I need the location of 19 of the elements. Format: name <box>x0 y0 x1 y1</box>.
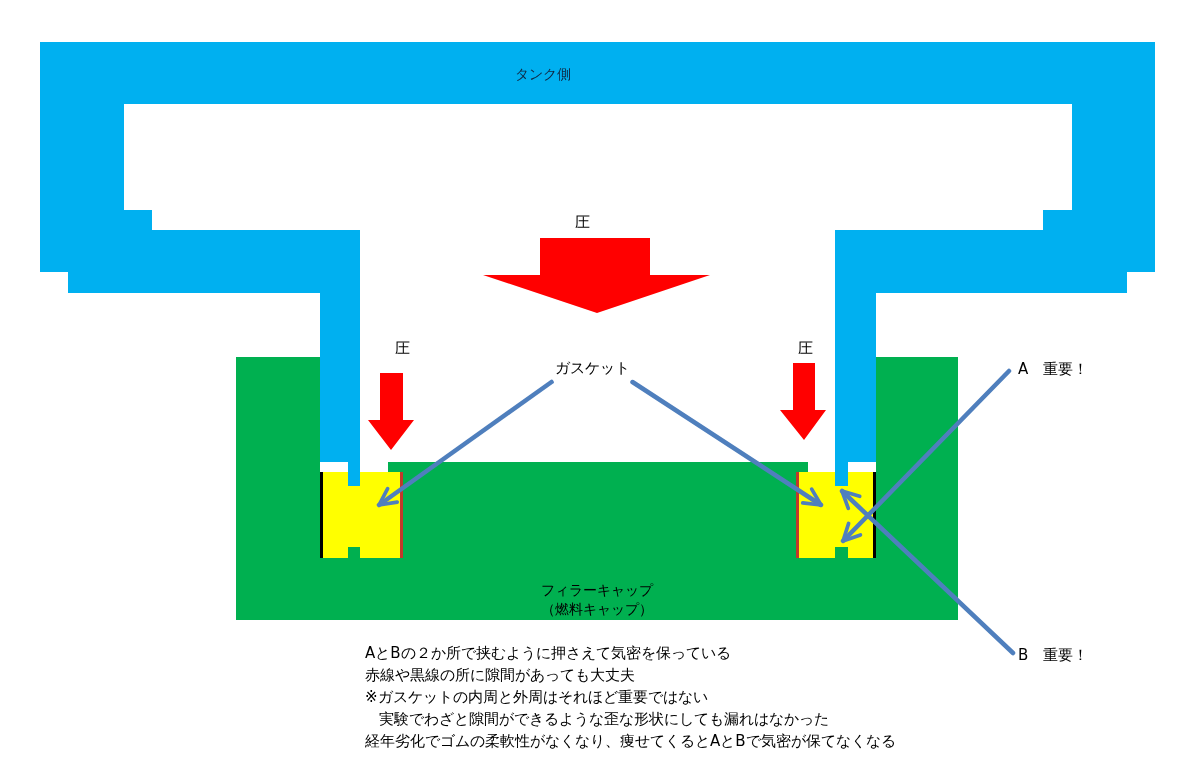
leader-line <box>840 368 1012 544</box>
note-text: AとBの２か所で挟むように押さえて気密を保っている <box>365 643 731 663</box>
callout-text: B 重要！ <box>1018 645 1089 665</box>
force-label: 圧 <box>394 338 410 358</box>
callout-text: ガスケット <box>554 358 630 378</box>
note-text: 経年劣化でゴムの柔軟性がなくなり、痩せてくるとAとBで気密が保てなくなる <box>365 731 896 751</box>
callout-text: A 重要！ <box>1018 359 1089 379</box>
part-label: フィラーキャップ（燃料キャップ） <box>540 581 655 619</box>
filler-cap <box>236 357 958 620</box>
gasket <box>320 472 403 558</box>
note-text: ※ガスケットの内周と外周はそれほど重要ではない <box>365 687 708 707</box>
note-text: 実験でわざと隙間ができるような歪な形状にしても漏れはなかった <box>379 709 829 729</box>
part-label: タンク側 <box>515 64 571 84</box>
force-label: 圧 <box>797 338 813 358</box>
note-text: 赤線や黒線の所に隙間があっても大丈夫 <box>365 665 635 685</box>
leader-line <box>839 488 1016 656</box>
force-label: 圧 <box>574 212 590 232</box>
leader-line <box>630 379 824 508</box>
tank-wall <box>40 42 1155 486</box>
